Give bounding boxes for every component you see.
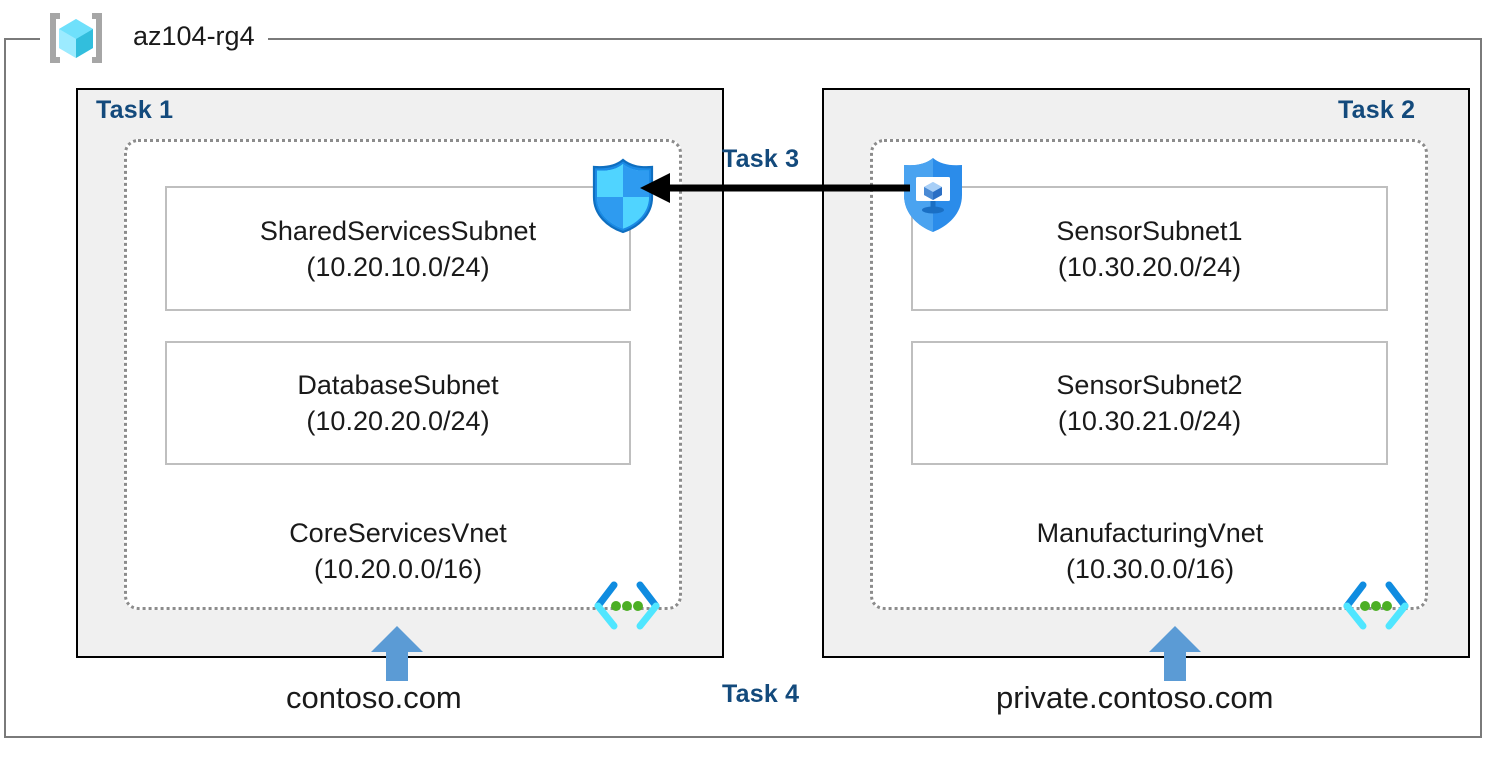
subnet-sensor2: SensorSubnet2 (10.30.21.0/24) — [911, 341, 1388, 465]
resource-group-cube-icon — [46, 9, 106, 67]
resource-group-frame-right — [1480, 38, 1482, 738]
dns-zone-icon — [1342, 581, 1410, 631]
private-dns-zone-label: private.contoso.com — [996, 680, 1274, 715]
task1-label: Task 1 — [96, 96, 174, 124]
subnet-name: DatabaseSubnet — [297, 370, 499, 400]
task4-label: Task 4 — [722, 680, 800, 708]
subnet-cidr: (10.30.20.0/24) — [1057, 251, 1242, 282]
peering-arrow-icon — [640, 172, 910, 204]
resource-group-frame-top-right — [268, 38, 1482, 40]
subnet-sharedservices: SharedServicesSubnet (10.20.10.0/24) — [165, 186, 631, 311]
subnet-name: SensorSubnet1 — [1056, 215, 1243, 246]
vnet-cidr: (10.20.0.0/16) — [313, 554, 483, 584]
resource-group-frame-top-left — [4, 38, 40, 40]
public-dns-zone-label: contoso.com — [286, 680, 462, 715]
dns-link-arrow-icon — [1149, 626, 1201, 681]
vnet-name: CoreServicesVnet — [289, 518, 507, 548]
subnet-sensor1: SensorSubnet1 (10.30.20.0/24) — [911, 186, 1388, 311]
task2-label: Task 2 — [1338, 96, 1416, 124]
network-security-group-shield-icon — [898, 155, 968, 235]
subnet-database: DatabaseSubnet (10.20.20.0/24) — [165, 341, 631, 465]
subnet-cidr: (10.30.21.0/24) — [1057, 406, 1242, 436]
vnet-coreservices-label: CoreServicesVnet (10.20.0.0/16) — [163, 515, 633, 587]
resource-group-frame-left — [4, 38, 6, 738]
vnet-name: ManufacturingVnet — [1036, 518, 1264, 548]
vnet-cidr: (10.30.0.0/16) — [1065, 554, 1235, 584]
subnet-cidr: (10.20.10.0/24) — [306, 251, 490, 282]
dns-zone-icon — [593, 581, 661, 631]
subnet-name: SensorSubnet2 — [1056, 370, 1243, 400]
firewall-shield-icon — [586, 157, 660, 235]
subnet-cidr: (10.20.20.0/24) — [306, 406, 490, 436]
vnet-manufacturing-label: ManufacturingVnet (10.30.0.0/16) — [915, 515, 1385, 587]
subnet-name: SharedServicesSubnet — [259, 215, 537, 246]
resource-group-frame-bottom — [4, 736, 1482, 738]
task3-label: Task 3 — [722, 145, 800, 173]
dns-link-arrow-icon — [371, 626, 423, 681]
resource-group-name: az104-rg4 — [133, 21, 255, 51]
